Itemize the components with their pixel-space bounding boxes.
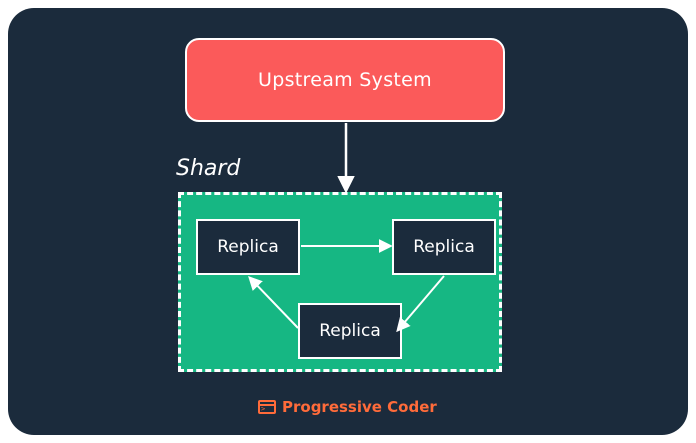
replica-node-3: Replica <box>298 303 402 359</box>
replica-label-1: Replica <box>217 237 279 257</box>
replica-label-3: Replica <box>319 321 381 341</box>
brand-name: Progressive Coder <box>282 398 437 416</box>
replica-label-2: Replica <box>413 237 475 257</box>
upstream-system-node: Upstream System <box>185 38 505 122</box>
shard-label: Shard <box>176 156 241 181</box>
arrow-replica3-to-replica1 <box>248 275 299 329</box>
terminal-icon <box>258 400 276 414</box>
upstream-system-label: Upstream System <box>258 69 432 91</box>
replica-node-1: Replica <box>196 219 300 275</box>
brand-footer: Progressive Coder <box>258 396 437 418</box>
arrow-replica2-to-replica3 <box>396 275 445 333</box>
replica-node-2: Replica <box>392 219 496 275</box>
